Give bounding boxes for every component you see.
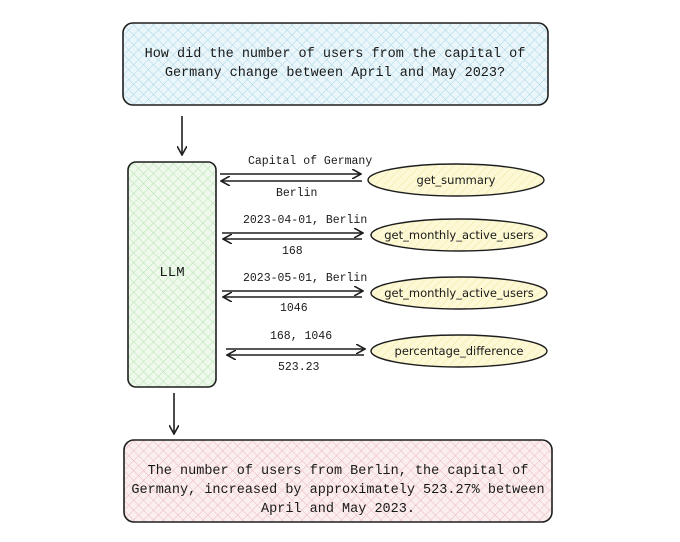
tool-name-4: percentage_difference [394,344,524,358]
tool-ellipse-get-monthly-active-users-april [370,218,548,252]
answer-box [123,439,553,523]
tool-ellipse-percentage-difference [370,334,548,368]
llm-box [127,161,217,388]
request-label-1: Capital of Germany [248,155,373,168]
question-box [122,22,549,106]
tool-name-2: get_monthly_active_users [384,228,534,242]
tool-ellipse-get-monthly-active-users-may [370,276,548,310]
tool-name-1: get_summary [416,173,496,187]
request-label-2: 2023-04-01, Berlin [243,214,368,227]
question-text: How did the number of users from the cap… [144,47,526,81]
llm-label: LLM [159,265,185,281]
response-label-1: Berlin [276,187,318,200]
response-label-2: 168 [282,245,303,258]
response-label-4: 523.23 [278,361,320,374]
request-label-4: 168, 1046 [270,330,333,343]
request-label-3: 2023-05-01, Berlin [243,272,368,285]
response-label-3: 1046 [280,302,308,315]
tool-ellipse-get-summary [367,163,545,197]
answer-text: The number of users from Berlin, the cap… [131,464,545,517]
tool-name-3: get_monthly_active_users [384,286,534,300]
